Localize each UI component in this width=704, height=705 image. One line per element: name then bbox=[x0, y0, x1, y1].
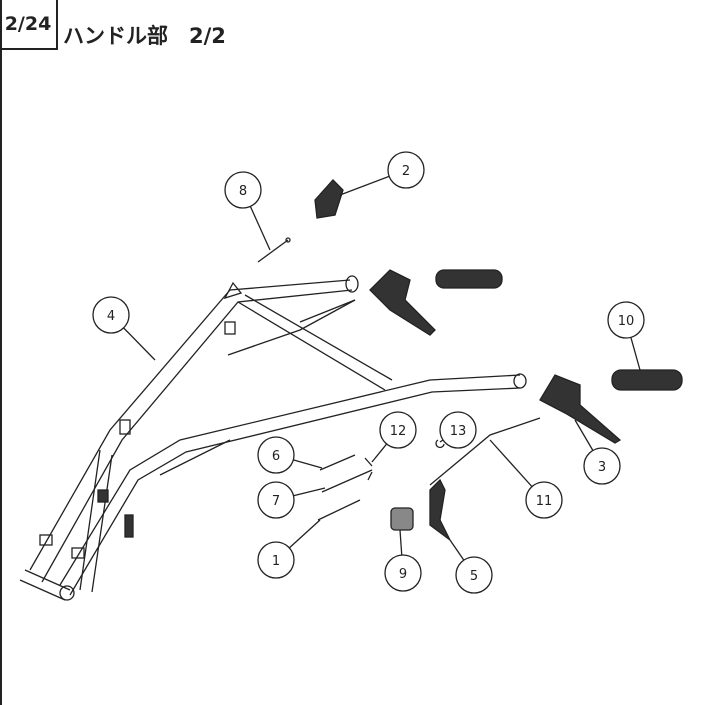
callout-labels: 1 2 3 4 5 6 7 8 9 10 11 12 13 bbox=[107, 164, 634, 584]
callouts bbox=[92, 151, 645, 594]
callout-1 bbox=[257, 541, 295, 579]
callout-label: 7 bbox=[272, 494, 280, 509]
callout-5 bbox=[455, 556, 493, 594]
callout-label: 8 bbox=[239, 184, 247, 199]
parts bbox=[97, 179, 683, 541]
callout-11 bbox=[525, 481, 563, 519]
callout-3 bbox=[583, 447, 621, 485]
page-title: ハンドル部 2/2 bbox=[63, 24, 226, 48]
callout-label: 4 bbox=[107, 309, 115, 324]
callout-label: 2 bbox=[402, 164, 410, 179]
callout-13 bbox=[439, 411, 477, 449]
handle-frame bbox=[19, 275, 527, 601]
callout-label: 1 bbox=[272, 554, 280, 569]
callout-6 bbox=[257, 436, 295, 474]
callout-label: 9 bbox=[399, 567, 407, 582]
callout-label: 10 bbox=[618, 314, 635, 329]
callout-2 bbox=[387, 151, 425, 189]
callout-label: 6 bbox=[272, 449, 280, 464]
page-number: 2/24 bbox=[0, 0, 58, 50]
callout-7 bbox=[257, 481, 295, 519]
callout-label: 3 bbox=[598, 460, 606, 475]
callout-label: 13 bbox=[450, 424, 467, 439]
callout-label: 11 bbox=[536, 494, 553, 509]
callout-label: 5 bbox=[470, 569, 478, 584]
cables bbox=[257, 237, 541, 521]
callout-9 bbox=[384, 554, 422, 592]
callout-8 bbox=[224, 171, 262, 209]
callout-10 bbox=[607, 301, 645, 339]
page-border bbox=[0, 0, 2, 705]
callout-4 bbox=[92, 296, 130, 334]
callout-label: 12 bbox=[390, 424, 407, 439]
callout-12 bbox=[379, 411, 417, 449]
